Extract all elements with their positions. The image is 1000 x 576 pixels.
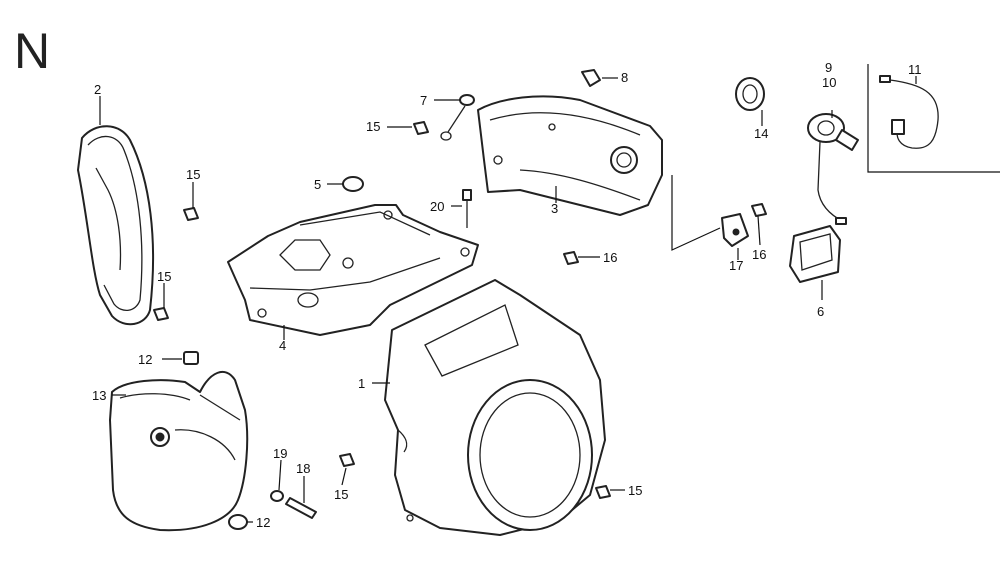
label-2: 2 (94, 82, 101, 97)
part-15a-bolt (413, 121, 429, 135)
label-15d: 15 (334, 487, 348, 502)
part-20-bolt (462, 189, 472, 228)
label-19: 19 (273, 446, 287, 461)
part-3-upper-shroud (477, 95, 663, 216)
part-14-grommet (735, 77, 765, 111)
part-11-wire-harness (867, 64, 1000, 173)
label-20: 20 (430, 199, 444, 214)
label-4: 4 (279, 338, 286, 353)
label-3: 3 (551, 201, 558, 216)
part-19-washer (270, 490, 284, 502)
label-11: 11 (908, 62, 922, 77)
label-15b: 15 (186, 167, 200, 182)
part-6-ignition-module (789, 225, 841, 283)
label-1: 1 (358, 376, 365, 391)
part-1-fan-shroud (384, 279, 606, 536)
part-9-10-switch (807, 113, 859, 225)
leader-lines (99, 76, 917, 523)
part-12a-nut (183, 351, 199, 365)
part-18-bolt (285, 497, 317, 519)
part-labels: 2 3 4 5 1 6 7 8 9 10 11 12 12 13 14 15 1… (92, 60, 922, 530)
label-15a: 15 (366, 119, 380, 134)
label-10: 10 (822, 75, 836, 90)
part-12b-nut (228, 514, 248, 530)
label-15e: 15 (628, 483, 642, 498)
part-4-base-plate (227, 204, 479, 336)
label-6: 6 (817, 304, 824, 319)
label-13: 13 (92, 388, 106, 403)
label-5: 5 (314, 177, 321, 192)
part-15b-bolt (183, 207, 199, 221)
part-15d-bolt (339, 453, 355, 467)
part-5-cap (342, 176, 364, 192)
part-15c-bolt (153, 307, 169, 321)
label-16a: 16 (603, 250, 617, 265)
part-8-clip (581, 69, 601, 87)
label-8: 8 (621, 70, 628, 85)
part-15e-bolt (595, 485, 611, 499)
label-14: 14 (754, 126, 768, 141)
part-16b-bolt (751, 203, 767, 217)
label-18: 18 (296, 461, 310, 476)
label-12b: 12 (256, 515, 270, 530)
label-17: 17 (729, 258, 743, 273)
part-16a-bolt (563, 251, 579, 265)
label-7: 7 (420, 93, 427, 108)
label-15c: 15 (157, 269, 171, 284)
part-13-lower-shroud (109, 370, 249, 532)
part-2-side-cover (77, 125, 155, 326)
label-9: 9 (825, 60, 832, 75)
part-17-bracket (721, 213, 749, 247)
section-letter: N (14, 23, 50, 79)
label-16b: 16 (752, 247, 766, 262)
label-12a: 12 (138, 352, 152, 367)
part-7-clip (440, 94, 475, 141)
